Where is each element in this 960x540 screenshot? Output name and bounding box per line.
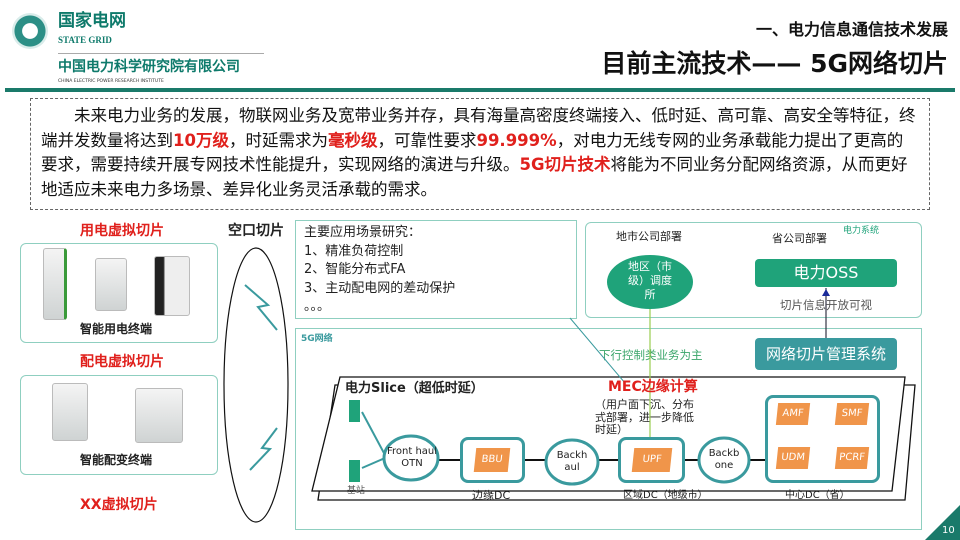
power-oss-button[interactable]: 电力OSS — [755, 259, 897, 287]
scenario-item: 3、主动配电网的差动保护 — [304, 280, 456, 296]
institute-en: CHINA ELECTRIC POWER RESEARCH INSTITUTE — [58, 79, 164, 84]
scenario-more: 。。。 — [304, 299, 331, 314]
fronthaul-link — [361, 411, 386, 456]
scenario-link-line — [569, 317, 626, 384]
intro-highlight: 毫秒级 — [327, 130, 378, 150]
backbone-node[interactable] — [697, 436, 751, 484]
province-deploy-label: 省公司部署 — [772, 232, 827, 245]
lightning-icon — [244, 284, 278, 331]
charging-pile-image — [43, 248, 67, 320]
consumption-caption: 智能用电终端 — [80, 322, 153, 336]
header-divider — [58, 53, 264, 54]
intro-highlight: 99.999% — [476, 130, 557, 150]
scenario-title: 主要应用场景研究： — [304, 225, 422, 240]
intro-highlight: 5G切片技术 — [519, 155, 611, 174]
intro-box: 未来电力业务的发展，物联网业务及宽带业务并存，具有海量高密度终端接入、低时延、高… — [30, 98, 930, 210]
backhaul-label: Backh aul — [556, 450, 588, 473]
mec-label: MEC边缘计算 — [608, 379, 698, 395]
intro-text: 未来电力业务的发展，物联网业务及宽带业务并存，具有海量高密度终端接入、低时延、高… — [41, 106, 916, 199]
amf-block: AMF — [775, 403, 811, 425]
slice-label-consumption: 用电虚拟切片 — [80, 223, 164, 239]
slice-management-button[interactable]: 网络切片管理系统 — [755, 338, 897, 370]
intro-highlight: 10万级 — [173, 130, 229, 150]
arrow-up-icon — [822, 289, 830, 296]
dispatch-center-node[interactable]: 地区（市级）调度所 — [607, 255, 693, 309]
institute-cn: 中国电力科学研究院有限公司 — [58, 59, 240, 75]
terminal-device-image — [154, 256, 190, 316]
header-bar — [5, 88, 955, 92]
air-interface-ellipse — [223, 247, 289, 523]
distribution-cabinet-image — [135, 388, 183, 443]
scenario-item: 1、精准负荷控制 — [304, 243, 404, 259]
nsms-label: 网络切片管理系统 — [765, 344, 886, 363]
region-dc-label: 区域DC（地级市） — [623, 490, 708, 501]
page-title: 目前主流技术—— 5G网络切片 — [601, 49, 948, 78]
logo-en: STATE GRID — [58, 35, 112, 45]
slice-title: 电力Slice（超低时延） — [345, 381, 484, 396]
smf-block: SMF — [834, 403, 870, 425]
backhaul-node[interactable] — [544, 438, 600, 486]
bbu-block: BBU — [473, 448, 511, 472]
slice-label-xx: XX虚拟切片 — [80, 497, 158, 513]
intro-segment: ，时延需求为 — [228, 130, 328, 150]
base-station-icon — [349, 460, 360, 482]
base-station-label: 基站 — [347, 486, 366, 496]
udm-block: UDM — [775, 447, 811, 469]
mec-description: （用户面下沉、分布式部署，进一步降低时延） — [595, 398, 694, 436]
backbone-label: Backb one — [708, 448, 740, 471]
section-title: 一、电力信息通信技术发展 — [755, 20, 948, 39]
upf-block: UPF — [631, 448, 673, 472]
downlink-label: 下行控制类业务为主 — [599, 348, 703, 362]
fronthaul-label: Front haul OTN — [386, 446, 438, 469]
fronthaul-node[interactable] — [382, 434, 440, 482]
intro-segment: 未来电力业务的发展，物联网业务及宽带业务并存，具有海量高密度终端接入、低时延、高… — [41, 106, 916, 150]
state-grid-logo-icon — [12, 13, 48, 49]
intro-segment: ，可靠性要求 — [377, 130, 477, 150]
dispatch-label: 地区（市级）调度所 — [628, 260, 672, 301]
lightning-icon — [249, 427, 278, 471]
intro-segment: 将能为不同业务分配网络资源，从而更好地适应未来电力多场景、差异化业务灵活承载的需… — [41, 155, 908, 199]
edge-dc-label: 边缘DC — [472, 489, 511, 502]
page-corner — [925, 505, 960, 540]
network-5g-label: 5G网络 — [301, 334, 333, 344]
logo-cn: 国家电网 — [58, 11, 126, 31]
intro-segment: ，对电力无线专网的业务承载能力提出了更高的要求，需要持续开展专网技术性能提升，实… — [41, 130, 904, 175]
center-dc-label: 中心DC（省） — [785, 490, 850, 501]
air-interface-label: 空口切片 — [228, 223, 284, 239]
base-station-icon — [349, 400, 360, 422]
fronthaul-link — [361, 457, 386, 469]
scenario-box: 主要应用场景研究： 1、精准负荷控制 2、智能分布式FA 3、主动配电网的差动保… — [295, 220, 577, 319]
distribution-meter-image — [52, 383, 88, 441]
distribution-caption: 智能配变终端 — [80, 453, 153, 467]
pcrf-block: PCRF — [834, 447, 870, 469]
scenario-item: 2、智能分布式FA — [304, 262, 406, 277]
smart-meter-image — [95, 258, 127, 311]
oss-label: 电力OSS — [793, 263, 859, 282]
slice-label-distribution: 配电虚拟切片 — [80, 354, 164, 370]
city-deploy-label: 地市公司部署 — [616, 230, 682, 243]
power-system-label: 电力系统 — [843, 226, 880, 236]
page-number: 10 — [942, 525, 955, 536]
